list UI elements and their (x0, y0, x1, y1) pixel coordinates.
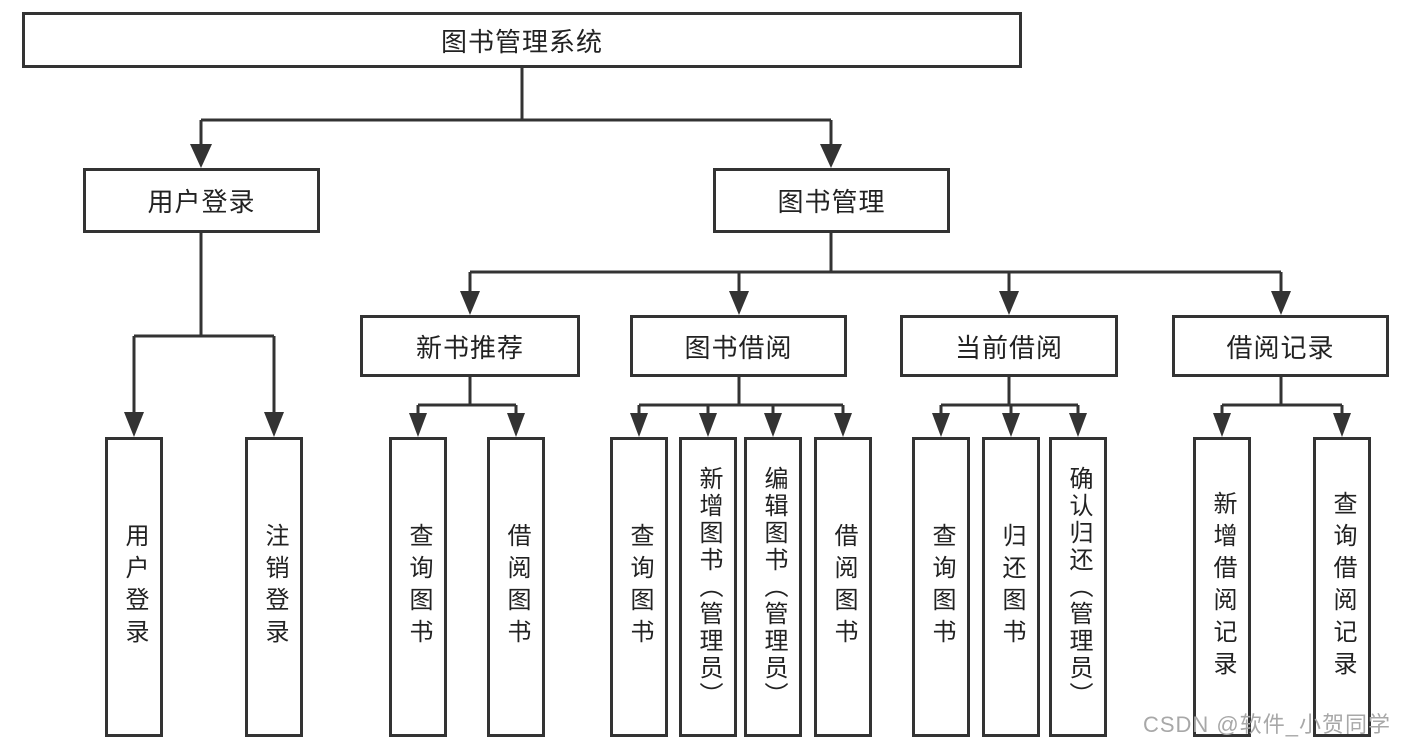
leaf-label: 注销登录 (261, 523, 288, 651)
leaf-user-login: 用户登录 (105, 437, 163, 737)
arrow-down-icon (1271, 291, 1291, 315)
leaf-query-borrow-record: 查询借阅记录 (1313, 437, 1371, 737)
node-new-book-recommend: 新书推荐 (360, 315, 580, 377)
leaf-label: 新增图书（管理员） (695, 465, 722, 709)
node-library-management-system: 图书管理系统 (22, 12, 1022, 68)
leaf-label: 归还图书 (998, 523, 1025, 651)
leaf-label: 确认归还（管理员） (1065, 465, 1092, 709)
arrow-down-icon (507, 413, 525, 437)
leaf-confirm-return-admin: 确认归还（管理员） (1049, 437, 1107, 737)
arrow-down-icon (460, 291, 480, 315)
arrow-down-icon (264, 412, 284, 437)
arrow-down-icon (820, 144, 842, 168)
node-label: 图书借阅 (684, 332, 793, 363)
connector-paths (132, 68, 1344, 414)
node-book-borrow: 图书借阅 (630, 315, 847, 377)
node-label: 新书推荐 (415, 332, 524, 363)
node-label: 图书管理系统 (440, 26, 603, 57)
node-label: 借阅记录 (1226, 332, 1335, 363)
arrow-down-icon (1069, 413, 1087, 437)
arrow-down-icon (729, 291, 749, 315)
csdn-watermark: CSDN @软件_小贺同学 (1142, 712, 1391, 737)
leaf-label: 查询借阅记录 (1329, 491, 1356, 683)
leaf-edit-book-admin: 编辑图书（管理员） (744, 437, 802, 737)
arrow-down-icon (999, 291, 1019, 315)
leaf-add-book-admin: 新增图书（管理员） (679, 437, 737, 737)
leaf-query-book-borrow: 查询图书 (610, 437, 668, 737)
leaf-label: 查询图书 (928, 523, 955, 651)
arrow-down-icon (699, 413, 717, 437)
leaf-return-book: 归还图书 (982, 437, 1040, 737)
arrowheads (124, 144, 1351, 437)
arrow-down-icon (409, 413, 427, 437)
leaf-label: 查询图书 (626, 523, 653, 651)
leaf-label: 新增借阅记录 (1209, 491, 1236, 683)
arrow-down-icon (932, 413, 950, 437)
arrow-down-icon (764, 413, 782, 437)
arrow-down-icon (834, 413, 852, 437)
node-borrow-records: 借阅记录 (1172, 315, 1389, 377)
leaf-query-book-recommend: 查询图书 (389, 437, 447, 737)
leaf-borrow-book: 借阅图书 (814, 437, 872, 737)
node-user-login: 用户登录 (83, 168, 320, 233)
leaf-label: 查询图书 (405, 523, 432, 651)
leaf-label: 借阅图书 (503, 523, 530, 651)
leaf-label: 借阅图书 (830, 523, 857, 651)
leaf-add-borrow-record: 新增借阅记录 (1193, 437, 1251, 737)
leaf-label: 编辑图书（管理员） (760, 465, 787, 709)
arrow-down-icon (124, 412, 144, 437)
leaf-borrow-book-recommend: 借阅图书 (487, 437, 545, 737)
arrow-down-icon (190, 144, 212, 168)
node-current-borrow: 当前借阅 (900, 315, 1118, 377)
leaf-label: 用户登录 (121, 523, 148, 651)
node-label: 用户登录 (147, 187, 256, 217)
node-label: 图书管理 (777, 187, 886, 217)
arrow-down-icon (630, 413, 648, 437)
node-label: 当前借阅 (954, 332, 1063, 363)
leaf-logout-login: 注销登录 (245, 437, 303, 737)
arrow-down-icon (1333, 413, 1351, 437)
node-book-management: 图书管理 (713, 168, 950, 233)
leaf-query-book-current: 查询图书 (912, 437, 970, 737)
arrow-down-icon (1213, 413, 1231, 437)
arrow-down-icon (1002, 413, 1020, 437)
